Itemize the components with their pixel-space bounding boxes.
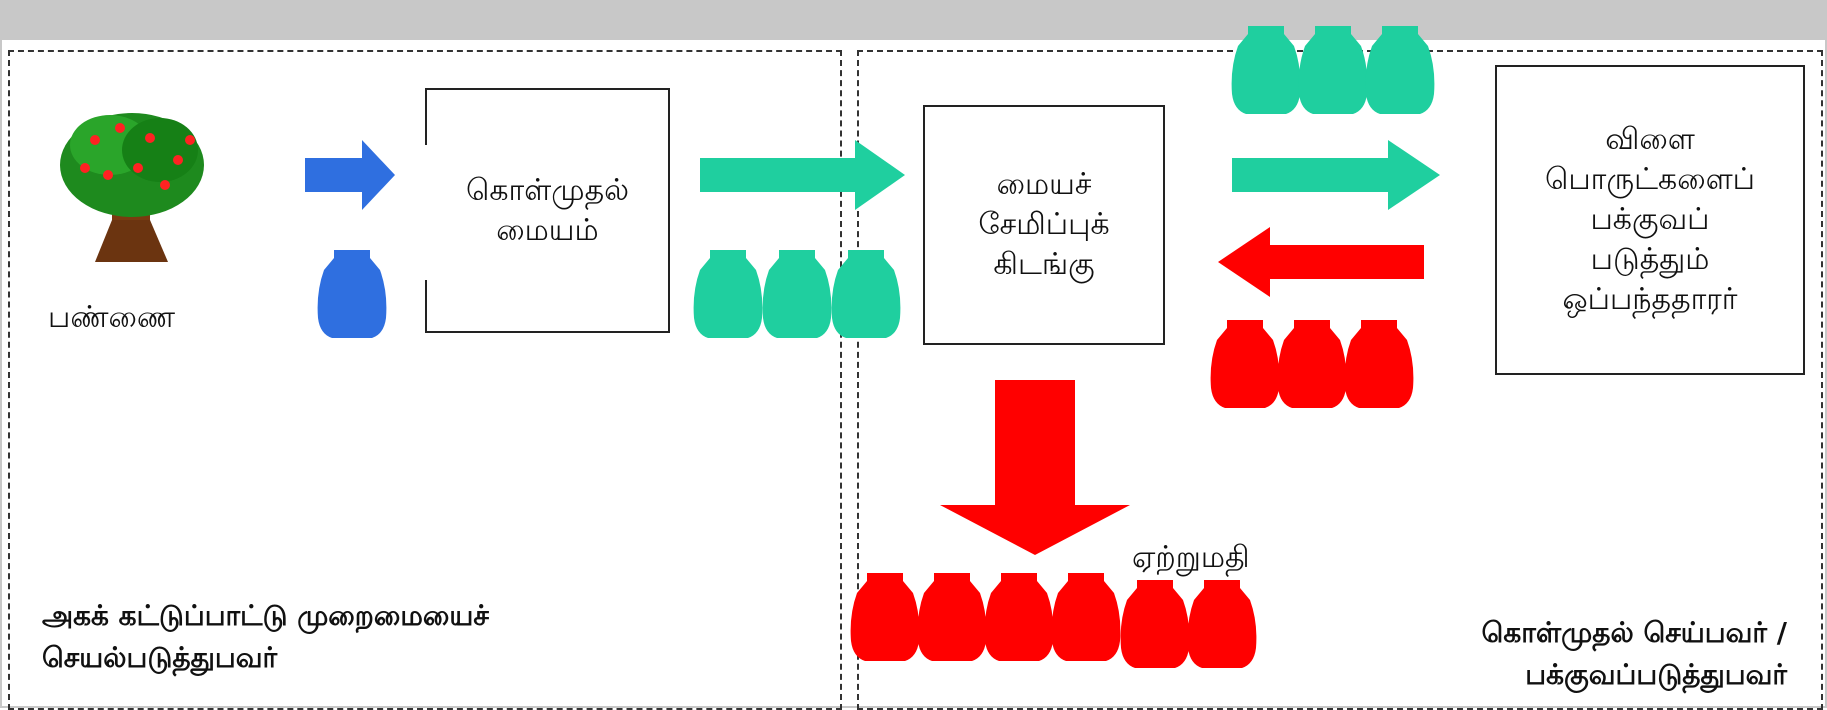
procurement-center-box: கொள்முதல் மையம் bbox=[425, 88, 670, 333]
export-label: ஏற்றுமதி bbox=[1132, 540, 1250, 575]
processor-contractor-box: விளை பொருட்களைப் பக்குவப் படுத்தும் ஒப்ப… bbox=[1495, 65, 1805, 375]
right-footer-line-1: கொள்முதல் செய்பவர் / bbox=[1481, 616, 1787, 649]
contractor-line-2: பொருட்களைப் bbox=[1545, 162, 1755, 197]
farm-label: பண்ணை bbox=[48, 300, 176, 335]
warehouse-line-1: மையச் bbox=[996, 167, 1092, 202]
right-footer-line-2: பக்குவப்படுத்துபவர் bbox=[1525, 658, 1787, 691]
central-warehouse-box: மையச் சேமிப்புக் கிடங்கு bbox=[923, 105, 1165, 345]
warehouse-line-3: கிடங்கு bbox=[993, 247, 1095, 282]
contractor-line-1: விளை bbox=[1605, 122, 1695, 157]
contractor-line-3: பக்குவப் bbox=[1590, 202, 1710, 237]
contractor-line-4: படுத்தும் bbox=[1590, 242, 1710, 277]
right-footer: கொள்முதல் செய்பவர் / பக்குவப்படுத்துபவர் bbox=[1482, 612, 1787, 696]
procurement-center-line-1: கொள்முதல் bbox=[465, 172, 630, 208]
left-footer-line-1: அகக் கட்டுப்பாட்டு முறைமையைச் bbox=[42, 599, 489, 632]
left-footer: அகக் கட்டுப்பாட்டு முறைமையைச் செயல்படுத்… bbox=[42, 595, 489, 679]
warehouse-line-2: சேமிப்புக் bbox=[978, 207, 1110, 242]
left-footer-line-2: செயல்படுத்துபவர் bbox=[42, 641, 278, 674]
contractor-line-5: ஒப்பந்ததாரர் bbox=[1562, 282, 1738, 317]
procurement-center-line-2: மையம் bbox=[496, 212, 599, 248]
